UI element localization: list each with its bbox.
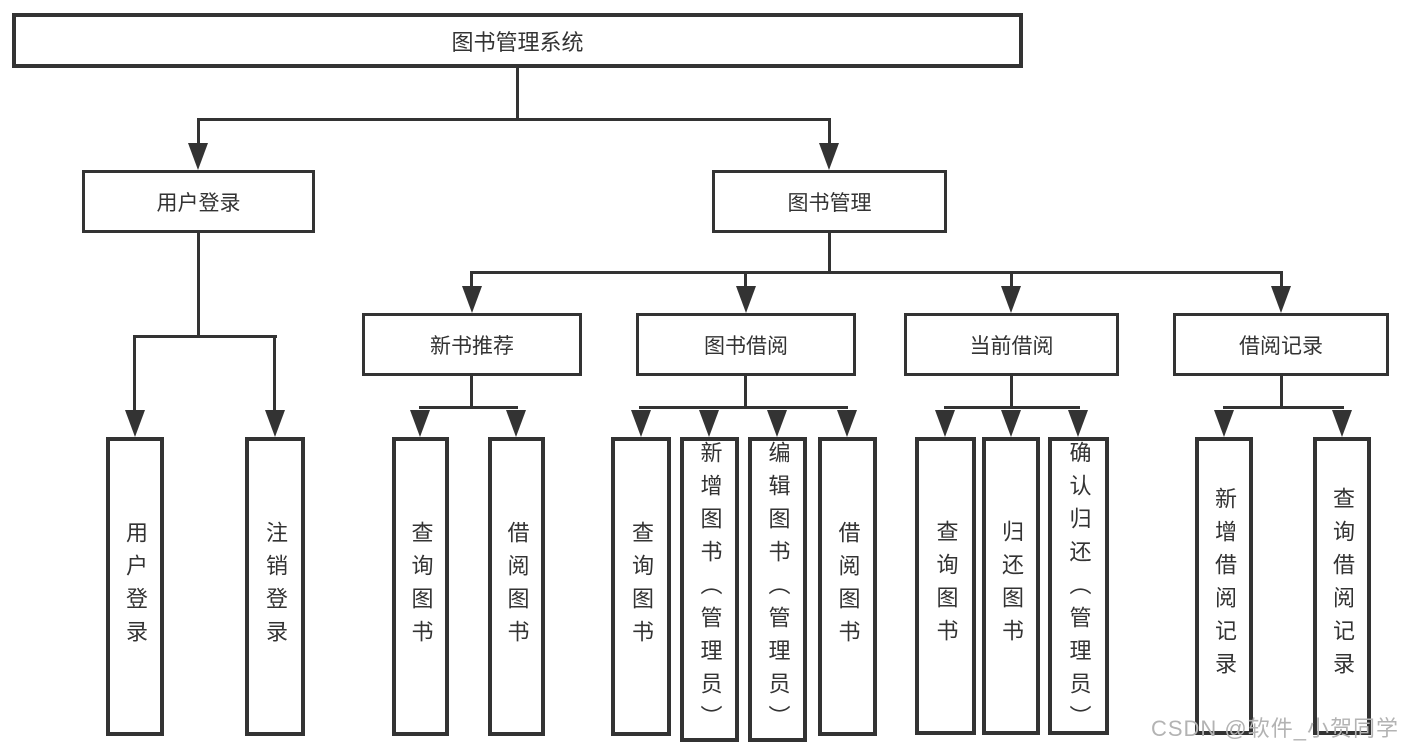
connector-line <box>197 118 831 121</box>
connector-line <box>828 120 831 146</box>
leaf-add-borrow-record: 新增借阅记录 <box>1195 437 1253 735</box>
node-label: 用户登录 <box>123 520 148 653</box>
connector-line <box>744 273 747 287</box>
arrow-down-icon <box>1332 410 1352 437</box>
node-label: 借阅记录 <box>1239 334 1323 358</box>
arrow-down-icon <box>1271 286 1291 313</box>
connector-line <box>273 337 276 411</box>
leaf-user-login: 用户登录 <box>106 437 164 736</box>
connector-line <box>197 120 200 146</box>
connector-line <box>133 337 136 411</box>
arrow-down-icon <box>410 410 430 437</box>
arrow-down-icon <box>265 410 285 437</box>
connector-line <box>470 375 473 408</box>
connector-line <box>1010 375 1013 408</box>
node-label: 新增借阅记录 <box>1212 487 1237 685</box>
leaf-add-books-admin: 新增图书（管理员） <box>680 437 739 742</box>
arrow-down-icon <box>837 410 857 437</box>
node-label: 注销登录 <box>263 520 288 653</box>
arrow-down-icon <box>1001 410 1021 437</box>
connector-line <box>419 406 518 409</box>
connector-line <box>470 271 1283 274</box>
connector-line <box>470 273 473 287</box>
connector-line <box>1223 406 1344 409</box>
node-label: 借阅图书 <box>504 520 530 653</box>
node-label: 查询借阅记录 <box>1330 487 1355 685</box>
arrow-down-icon <box>819 143 839 170</box>
node-label: 编辑图书（管理员） <box>765 441 791 738</box>
node-user-login: 用户登录 <box>82 170 315 233</box>
node-book-management: 图书管理 <box>712 170 947 233</box>
leaf-borrow-books: 借阅图书 <box>818 437 877 736</box>
arrow-down-icon <box>767 410 787 437</box>
leaf-edit-books-admin: 编辑图书（管理员） <box>748 437 807 742</box>
leaf-logout: 注销登录 <box>245 437 305 736</box>
leaf-confirm-return-admin: 确认归还（管理员） <box>1048 437 1109 738</box>
leaf-borrow-books-recommend: 借阅图书 <box>488 437 545 736</box>
arrow-down-icon <box>1068 410 1088 437</box>
node-label: 新增图书（管理员） <box>697 441 723 738</box>
connector-line <box>133 335 277 338</box>
node-label: 当前借阅 <box>969 334 1054 358</box>
arrow-down-icon <box>1214 410 1234 437</box>
node-new-book-recommend: 新书推荐 <box>362 313 582 376</box>
leaf-query-books-borrow: 查询图书 <box>611 437 671 736</box>
connector-line <box>1010 273 1013 287</box>
arrow-down-icon <box>462 286 482 313</box>
node-label: 查询图书 <box>629 520 654 653</box>
connector-line <box>1280 375 1283 408</box>
node-book-borrowing: 图书借阅 <box>636 313 856 376</box>
node-library-system: 图书管理系统 <box>12 13 1023 68</box>
arrow-down-icon <box>631 410 651 437</box>
connector-line <box>639 406 848 409</box>
node-label: 图书管理系统 <box>451 29 584 55</box>
node-label: 图书借阅 <box>704 334 788 358</box>
node-label: 查询图书 <box>933 520 959 652</box>
node-label: 确认归还（管理员） <box>1066 441 1092 738</box>
connector-line <box>516 68 519 120</box>
arrow-down-icon <box>125 410 145 437</box>
connector-line <box>828 233 831 273</box>
node-label: 归还图书 <box>999 520 1024 652</box>
leaf-return-books: 归还图书 <box>982 437 1040 735</box>
node-label: 用户登录 <box>156 191 241 215</box>
arrow-down-icon <box>1001 286 1021 313</box>
connector-line <box>1280 273 1283 287</box>
node-label: 图书管理 <box>787 191 872 215</box>
arrow-down-icon <box>506 410 526 437</box>
csdn-watermark: CSDN @软件_小贺同学 <box>1150 716 1399 741</box>
node-current-borrowing: 当前借阅 <box>904 313 1119 376</box>
leaf-query-borrow-record: 查询借阅记录 <box>1313 437 1371 735</box>
node-label: 借阅图书 <box>835 520 861 653</box>
arrow-down-icon <box>935 410 955 437</box>
leaf-query-books-current: 查询图书 <box>915 437 976 735</box>
arrow-down-icon <box>736 286 756 313</box>
node-label: 新书推荐 <box>430 334 514 358</box>
leaf-query-books-recommend: 查询图书 <box>392 437 449 736</box>
node-label: 查询图书 <box>408 520 434 653</box>
arrow-down-icon <box>699 410 719 437</box>
arrow-down-icon <box>188 143 208 170</box>
connector-line <box>944 406 1080 409</box>
node-borrowing-records: 借阅记录 <box>1173 313 1389 376</box>
connector-line <box>744 375 747 408</box>
connector-line <box>197 233 200 337</box>
